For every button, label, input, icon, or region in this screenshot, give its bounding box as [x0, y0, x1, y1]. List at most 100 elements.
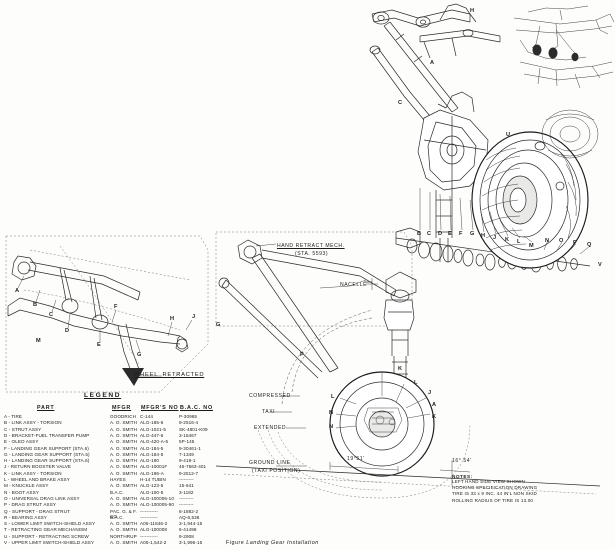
legend-cell-mfgrs-no: ALG-100005-90	[140, 502, 174, 508]
part-letter-L: L	[517, 239, 521, 245]
legend-cell-mfgr: A. O. SMITH	[110, 464, 138, 470]
aircraft-inset-2	[519, 61, 614, 89]
part-letter-H-top: H	[470, 8, 475, 14]
legend-cell-bac-no: 7-1349	[179, 451, 194, 457]
legend-cell-part: A - TIRE	[4, 414, 23, 419]
legend-cell-mfgr: A. O. SMITH	[110, 439, 138, 445]
sv-letter-G: G	[137, 352, 142, 358]
part-letter-G: G	[470, 231, 475, 237]
legend-cell-bac-no: 8-1882-2	[179, 508, 199, 514]
legend-cell-part: U - SUPPORT - RETRACTING SCREW	[4, 533, 89, 539]
ext-letter-M: N	[329, 424, 334, 430]
legend-cell-part: J - RETURN BOOSTER VALVE	[4, 464, 72, 470]
part-letter-C-upper: C	[398, 100, 403, 106]
part-letter-Q: Q	[587, 242, 592, 248]
sv-letter-E: E	[97, 342, 102, 348]
legend-cell-part: S - LOWER LIMIT SWITCH-SHIELD ASSY	[4, 521, 96, 527]
part-letter-K: K	[505, 237, 510, 243]
legend-cell-mfgrs-no: ALG-1021-5	[140, 426, 167, 432]
figure-caption-text: Landing Gear Installation	[246, 540, 319, 546]
legend-cell-mfgrs-no: -----------	[140, 508, 158, 514]
notes-line: ROLLING RADIUS OF TIRE IS 13.00	[452, 497, 534, 503]
legend-cell-part: N - BOOT ASSY	[4, 489, 39, 495]
legend-cell-bac-no: 46-7563-401	[179, 464, 207, 470]
legend-cell-bac-no: P-30965	[179, 414, 198, 419]
notes-line: TIRE IS 33 x 9 INC. 44 IN'L NON SKID	[452, 491, 537, 497]
legend-cell-bac-no: 9-30461-1	[179, 445, 201, 451]
legend-cell-mfgr: A. O. SMITH	[110, 445, 138, 451]
part-letter-T-upper: U	[506, 132, 511, 138]
legend-cell-bac-no: 9-2908	[179, 533, 194, 539]
callout-taxi: TAXI	[262, 409, 276, 415]
legend-cell-bac-no: 3-1,944-15	[179, 521, 203, 527]
legend-cell-mfgr: A. O. SMITH	[110, 521, 138, 527]
ext-letter-K2: K	[432, 414, 437, 420]
part-letter-C: C	[427, 231, 432, 237]
ext-letter-L: L	[331, 394, 335, 400]
legend-cell-part: H - LANDING GEAR SUPPORT (STA.6)	[4, 458, 90, 464]
legend-cell-mfgr: B.A.C.	[110, 489, 124, 495]
sv-letter-F: F	[114, 304, 118, 310]
legend-cell-mfgr: NORTHRUP	[110, 533, 137, 539]
notes-line: HOOKING SPECIFICATION DRAWING	[452, 485, 538, 491]
part-letter-O: O	[559, 238, 564, 244]
part-letter-V-upper: V	[598, 262, 603, 268]
legend-cell-mfgr: A. O. SMITH	[110, 527, 138, 533]
legend-col-mfgrs-no: MFGR'S NO	[141, 405, 179, 411]
callout-hand-retract-sta: (STA. 5593)	[295, 251, 329, 257]
part-letter-M: M	[529, 243, 535, 249]
legend-cell-mfgrs-no: A05-11846-2	[140, 521, 168, 527]
legend-cell-bac-no: AQ-6,538	[179, 514, 200, 520]
ext-letter-K: K	[398, 366, 403, 372]
landing-gear-side-view	[215, 231, 601, 499]
legend-cell-bac-no: ---------	[179, 477, 194, 482]
part-letter-P: P	[573, 240, 578, 246]
legend-cell-bac-no: 3-18467	[179, 432, 197, 438]
legend-cell-mfgr: A. O. SMITH	[110, 420, 138, 426]
legend-cell-mfgrs-no: ALG-184-5	[140, 451, 164, 457]
legend-cell-mfgr: A. O. SMITH	[110, 502, 138, 508]
legend-cell-part: R - BEARING ASSY	[4, 514, 47, 520]
legend-cell-mfgr: A. O. SMITH	[110, 426, 138, 432]
part-letter-H: H	[481, 233, 486, 239]
callout-extended: EXTENDED	[254, 425, 287, 431]
legend-cell-part: B - LINK ASSY - TORSION	[4, 420, 62, 426]
part-letter-N: N	[545, 238, 550, 244]
ext-letter-J: J	[428, 390, 432, 396]
legend-cell-part: Q - SUPPORT - DRAG STRUT	[4, 508, 71, 514]
legend-cell-mfgrs-no: -----------	[140, 533, 158, 539]
ext-letter-A: A	[432, 402, 437, 408]
legend-cell-mfgrs-no: ALG-123-5	[140, 483, 164, 489]
sv-letter-J: J	[192, 314, 196, 320]
dim-angle: 19°51'	[347, 456, 365, 462]
part-letter-J: J	[493, 235, 497, 241]
legend-cell-mfgrs-no: ALG-185-6	[140, 420, 164, 426]
sv-letter-D: D	[65, 328, 70, 334]
legend-cell-mfgr: A. O. SMITH	[110, 432, 138, 438]
legend-cell-bac-no: ---------	[179, 502, 194, 508]
main-exploded-assembly	[369, 3, 599, 273]
legend-cell-mfgrs-no: H-14 TUBIN	[140, 477, 166, 482]
dim-small: 16° 54'	[452, 458, 472, 464]
part-letter-E: E	[448, 231, 453, 237]
legend-cell-mfgrs-no: ALG-100008	[140, 527, 168, 533]
legend-cell-bac-no: 3-1,996-15	[179, 540, 203, 545]
legend-cell-part: V - UPPER LIMIT SWITCH-SHIELD ASSY	[4, 540, 95, 545]
legend-cell-mfgr: A. O. SMITH	[110, 470, 138, 476]
legend-block: LEGEND PART MFGR MFGR'S NO B.A.C. NO A -…	[2, 392, 214, 550]
sv-letter-H: H	[170, 316, 175, 322]
legend-cell-mfgrs-no: ALG-190	[140, 458, 160, 464]
legend-col-part: PART	[37, 405, 55, 411]
legend-cell-bac-no: 9-2512-7	[179, 470, 199, 476]
part-letter-A-upper: A	[430, 60, 435, 66]
figure-caption: Figure Landing Gear Installation	[226, 540, 319, 546]
legend-cell-part: P - DRAG STRUT ASSY	[4, 502, 57, 508]
ext-letter-N: N	[329, 410, 334, 416]
sv-letter-C: C	[49, 312, 54, 318]
legend-cell-bac-no: 15-641	[179, 483, 194, 489]
legend-cell-mfgr: A. O. SMITH	[110, 483, 138, 489]
legend-cell-mfgrs-no: ALG-420-A-5	[140, 439, 169, 445]
